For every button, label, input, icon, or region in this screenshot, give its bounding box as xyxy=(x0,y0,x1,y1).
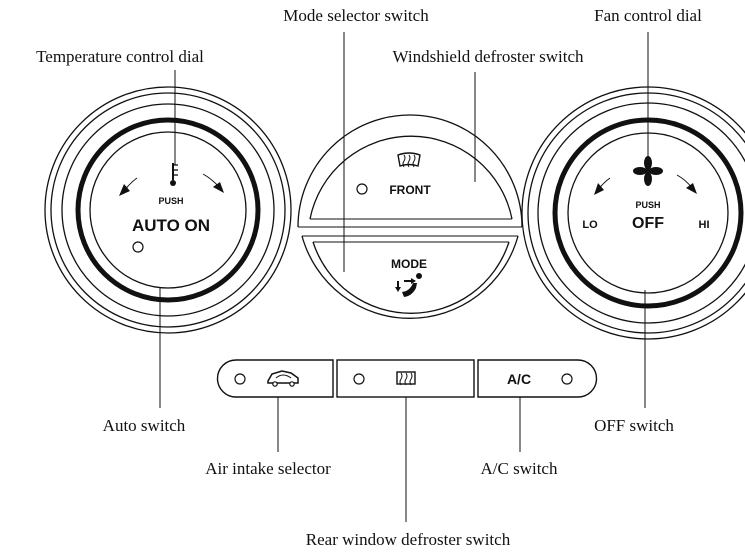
auto-push-label: PUSH xyxy=(158,196,183,206)
vent-mode-icon xyxy=(395,273,422,297)
fan-rotate-right-arrow-icon xyxy=(676,174,697,194)
ac-switch-button[interactable] xyxy=(477,359,598,398)
car-recirculation-icon xyxy=(267,370,299,387)
rear-defroster-label: Rear window defroster switch xyxy=(306,530,511,549)
air-intake-indicator-light xyxy=(234,373,246,385)
front-label: FRONT xyxy=(389,183,431,197)
windshield-defroster-icon xyxy=(397,152,421,168)
temperature-control-dial[interactable] xyxy=(44,86,292,334)
rear-window-defroster-button[interactable] xyxy=(336,359,475,398)
air-intake-label: Air intake selector xyxy=(205,459,331,478)
fan-lo-label: LO xyxy=(582,219,598,231)
ac-indicator-light xyxy=(561,373,573,385)
mode-label: MODE xyxy=(391,257,427,271)
windshield-defroster-label: Windshield defroster switch xyxy=(393,47,584,66)
auto-indicator-light xyxy=(132,241,144,253)
off-switch-label: OFF switch xyxy=(594,416,674,435)
center-dial-housing xyxy=(297,114,523,319)
auto-on-label: AUTO ON xyxy=(132,216,210,235)
auto-switch-label: Auto switch xyxy=(103,416,186,435)
fan-rotate-left-arrow-icon xyxy=(594,177,611,195)
rotate-left-arrow-icon xyxy=(119,177,138,196)
front-defroster-indicator-light xyxy=(356,183,368,195)
rear-defroster-indicator-light xyxy=(353,373,365,385)
air-intake-selector-button[interactable] xyxy=(216,359,334,398)
mode-selector-label: Mode selector switch xyxy=(283,6,429,25)
ac-label: A/C xyxy=(507,371,531,387)
fan-icon xyxy=(633,156,663,186)
fan-push-label: PUSH xyxy=(635,200,660,210)
ac-switch-label: A/C switch xyxy=(481,459,558,478)
temperature-control-label: Temperature control dial xyxy=(36,47,204,66)
fan-off-label: OFF xyxy=(632,215,664,232)
thermometer-icon xyxy=(170,163,178,186)
fan-control-label: Fan control dial xyxy=(594,6,702,25)
fan-hi-label: HI xyxy=(699,219,710,231)
rotate-right-arrow-icon xyxy=(202,173,224,193)
fan-control-dial[interactable] xyxy=(521,86,745,340)
rear-defroster-icon xyxy=(396,371,416,386)
